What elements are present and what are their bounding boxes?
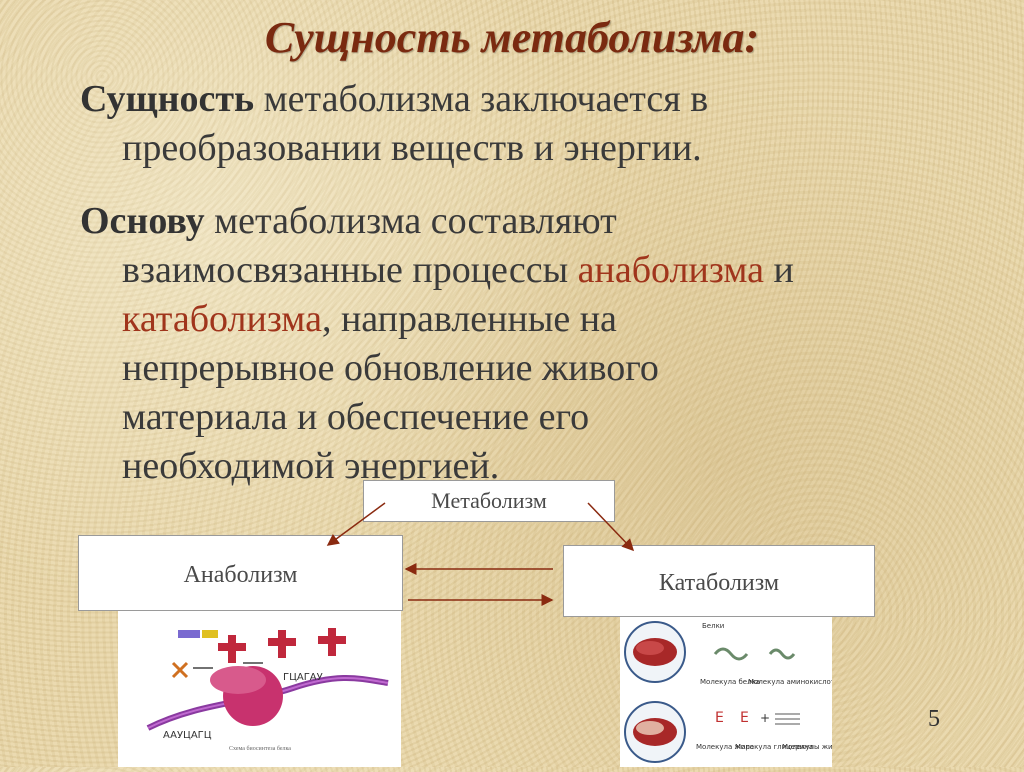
slide-title: Сущность метаболизма:	[264, 13, 760, 62]
label-proteins: Белки	[702, 622, 724, 630]
anabolism-box: Анаболизм	[78, 535, 403, 611]
catabolism-box: Катаболизм	[563, 545, 875, 617]
paragraph-essence-line2: преобразовании веществ и энергии.	[122, 127, 702, 169]
svg-text:ГЦАГАУ: ГЦАГАУ	[283, 672, 323, 683]
paragraph-basis-line3: катаболизма, направленные на	[80, 295, 980, 344]
anabolism-illustration: AAУЦАГЦ ГЦАГАУ	[118, 608, 401, 767]
anabolism-caption: Схема биосинтеза белка	[229, 746, 291, 752]
label-fat-molecule: Молекула жира	[696, 743, 754, 751]
paragraph-basis-line1: метаболизма составляют	[214, 200, 617, 242]
label-protein-molecule: Молекула белка	[700, 678, 760, 686]
paragraph-basis-line4: непрерывное обновление живого	[122, 347, 659, 389]
term-anabolism: анаболизма	[577, 249, 764, 291]
paragraph-essence: Сущность метаболизма заключается в преоб…	[80, 75, 980, 173]
paragraph-basis-line5: материала и обеспечение его	[122, 396, 590, 438]
arrow-metabolism-to-anabolism	[326, 502, 386, 546]
page-number: 5	[928, 706, 940, 732]
catabolism-illustration: E E + Белки Молекула белка Молекула амин…	[620, 614, 879, 767]
metabolism-label: Метаболизм	[431, 488, 547, 513]
text-fragment: и	[763, 249, 794, 291]
term-catabolism: катаболизма	[122, 298, 322, 340]
paragraph-basis: Основу метаболизма составляют взаимосвяз…	[80, 197, 980, 491]
label-amino-molecule: Молекула аминокислот	[748, 678, 832, 686]
catabolism-image: E E + Белки Молекула белка Молекула амин…	[624, 621, 879, 763]
paragraph-essence-lead: Сущность	[80, 78, 255, 120]
svg-text:+: +	[760, 711, 770, 725]
paragraph-basis-line2: взаимосвязанные процессы анаболизма и	[80, 246, 980, 295]
arrow-metabolism-to-catabolism	[587, 502, 635, 552]
text-fragment: взаимосвязанные процессы	[122, 249, 578, 291]
paragraph-essence-line1: метаболизма заключается в	[263, 78, 709, 120]
svg-text:AAУЦАГЦ: AAУЦАГЦ	[163, 730, 212, 741]
text-fragment: , направленные на	[321, 298, 617, 340]
label-fatty-acid-molecules: Молекулы жирных кислот	[782, 743, 832, 751]
metabolism-box: Метаболизм	[363, 480, 615, 522]
catabolism-label: Катаболизм	[658, 570, 780, 596]
paragraph-basis-lead: Основу	[80, 200, 205, 242]
svg-text:E: E	[740, 710, 749, 726]
label-glycerol-molecule: Молекула глицерина	[735, 743, 813, 751]
svg-text:E: E	[715, 710, 724, 726]
protein-synthesis-image: AAУЦАГЦ ГЦАГАУ	[146, 628, 389, 741]
anabolism-label: Анаболизм	[183, 562, 298, 588]
